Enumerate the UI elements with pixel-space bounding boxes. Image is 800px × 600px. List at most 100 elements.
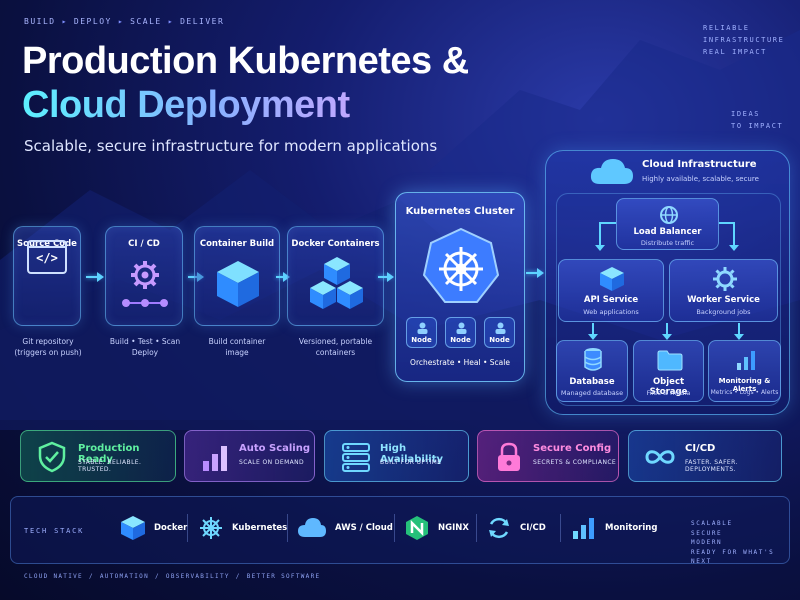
- desc-line: Versioned, portable: [298, 337, 373, 346]
- divider: [476, 514, 477, 542]
- cluster-node: Node: [406, 317, 437, 348]
- worker-service: Worker Service Background jobs: [669, 259, 778, 322]
- pipeline-ci-cd: CI / CD: [105, 226, 183, 326]
- side-note-line: TO IMPACT: [731, 122, 784, 130]
- feature-title: CI/CD: [685, 443, 716, 454]
- pipeline-source-code: Source Code </>: [13, 226, 81, 326]
- kubernetes-cluster: Kubernetes Cluster Node Node Node Orches…: [395, 192, 525, 382]
- refresh-icon: [489, 517, 509, 539]
- card-title: CI / CD: [128, 239, 160, 249]
- feature-secure-config: Secure Config SECRETS & COMPLIANCE: [477, 430, 619, 482]
- object-storage: Object Storage Files & media: [633, 340, 704, 402]
- cluster-node: Node: [484, 317, 515, 348]
- tech-nginx: NGINX: [404, 512, 469, 544]
- folder-icon: [657, 350, 683, 371]
- infinity-icon: [645, 450, 675, 464]
- lock-icon: [498, 442, 520, 471]
- feature-sub: STABLE. RELIABLE. TRUSTED.: [78, 459, 142, 473]
- side-note-top: RELIABLE INFRASTRUCTURE REAL IMPACT: [703, 22, 784, 58]
- connector-line: [599, 222, 616, 224]
- object-storage-sub: Files & media: [646, 389, 691, 397]
- feature-title: High Availability: [380, 443, 443, 465]
- pipeline-docker-containers: Docker Containers: [287, 226, 384, 326]
- arrow-down-icon: [588, 323, 598, 340]
- database: Database Managed database: [556, 340, 628, 402]
- feature-high-availability: High Availability BUILT FOR UPTIME: [324, 430, 469, 482]
- tech-monitoring: Monitoring: [571, 512, 657, 544]
- cloud-icon: [590, 159, 633, 184]
- tagline-line: SECURE: [691, 529, 723, 537]
- desc-line: containers: [315, 348, 356, 357]
- tech-label: Kubernetes: [232, 523, 288, 533]
- desc-line: (triggers on push): [14, 348, 82, 357]
- divider: [187, 514, 188, 542]
- tagline-line: SCALABLE: [691, 520, 733, 527]
- database-sub: Managed database: [560, 389, 624, 397]
- footer: CLOUD NATIVE / AUTOMATION / OBSERVABILIT…: [24, 573, 320, 580]
- tech-label: CI/CD: [520, 523, 546, 533]
- pipeline-ci-cd-desc: Build • Test • Scan Deploy: [100, 336, 190, 358]
- docker-icon: [121, 516, 145, 540]
- desc-line: Build container: [208, 337, 266, 346]
- page-title-line2: Cloud Deployment: [22, 84, 350, 126]
- tagline-line: MODERN: [691, 539, 723, 546]
- desc-line: image: [225, 348, 249, 357]
- node-label: Node: [450, 336, 471, 344]
- bar-chart-icon: [203, 446, 227, 471]
- tech-label: Monitoring: [605, 523, 658, 533]
- footer-item: CLOUD NATIVE: [24, 573, 83, 580]
- tech-label: NGINX: [438, 523, 469, 533]
- feature-sub: FASTER. SAFER. DEPLOYMENTS.: [685, 459, 738, 473]
- card-title: Container Build: [199, 239, 275, 249]
- feature-auto-scaling: Auto Scaling SCALE ON DEMAND: [184, 430, 315, 482]
- database-title: Database: [569, 377, 615, 387]
- breadcrumb-separator-icon: ▸: [117, 17, 125, 26]
- card-title: Source Code: [17, 239, 77, 249]
- stacked-cubes-icon: [310, 257, 363, 309]
- arrow-right-icon: [276, 272, 290, 282]
- footer-item: AUTOMATION: [99, 573, 149, 580]
- cluster-title: Kubernetes Cluster: [405, 206, 515, 217]
- pipeline-container-build: Container Build: [194, 226, 280, 326]
- cluster-node: Node: [445, 317, 476, 348]
- gear-icon: [713, 267, 737, 291]
- node-label: Node: [411, 336, 432, 344]
- page-title-line1: Production Kubernetes &: [22, 40, 469, 82]
- divider: [560, 514, 561, 542]
- tech-stack-tagline: SCALABLE SECURE MODERN READY FOR WHAT'S …: [691, 519, 800, 567]
- cloud-title: Cloud Infrastructure: [642, 159, 757, 170]
- pipeline-docker-containers-desc: Versioned, portable containers: [287, 336, 384, 358]
- breadcrumb-deploy: DEPLOY: [73, 17, 112, 26]
- api-service-sub: Web applications: [583, 308, 639, 316]
- worker-service-sub: Background jobs: [696, 308, 751, 316]
- side-note-line: INFRASTRUCTURE: [703, 36, 785, 44]
- globe-icon: [660, 206, 678, 224]
- tagline-line: READY FOR WHAT'S NEXT: [691, 548, 775, 566]
- bar-chart-icon: [573, 518, 594, 539]
- arrow-right-icon: [86, 272, 104, 282]
- pipeline-container-build-desc: Build container image: [190, 336, 284, 358]
- node-label: Node: [489, 336, 510, 344]
- nginx-icon: [406, 516, 428, 540]
- feature-sub: SCALE ON DEMAND: [239, 459, 305, 466]
- breadcrumb-separator-icon: ▸: [61, 17, 68, 26]
- load-balancer-title: Load Balancer: [633, 227, 702, 237]
- arrow-right-icon: [378, 272, 394, 282]
- tech-label: AWS / Cloud: [335, 523, 393, 533]
- arrow-down-icon: [595, 222, 605, 251]
- side-note-line: IDEAS: [731, 110, 761, 118]
- kubernetes-icon: [423, 227, 499, 303]
- api-service: API Service Web applications: [558, 259, 664, 322]
- arrow-right-icon: [526, 268, 544, 278]
- arrow-down-icon: [729, 222, 739, 251]
- helm-wheel-icon: [200, 517, 222, 539]
- person-icon: [456, 322, 467, 334]
- api-service-title: API Service: [583, 295, 639, 305]
- feature-production-ready: Production Ready STABLE. RELIABLE. TRUST…: [20, 430, 176, 482]
- monitoring-alerts: Monitoring & Alerts Metrics • Logs • Ale…: [708, 340, 781, 402]
- gear-icon: [122, 261, 168, 307]
- tech-label: Docker: [154, 523, 188, 533]
- feature-title: Secure Config: [533, 443, 612, 454]
- load-balancer: Load Balancer Distribute traffic: [616, 198, 719, 250]
- feature-title: Auto Scaling: [239, 443, 311, 454]
